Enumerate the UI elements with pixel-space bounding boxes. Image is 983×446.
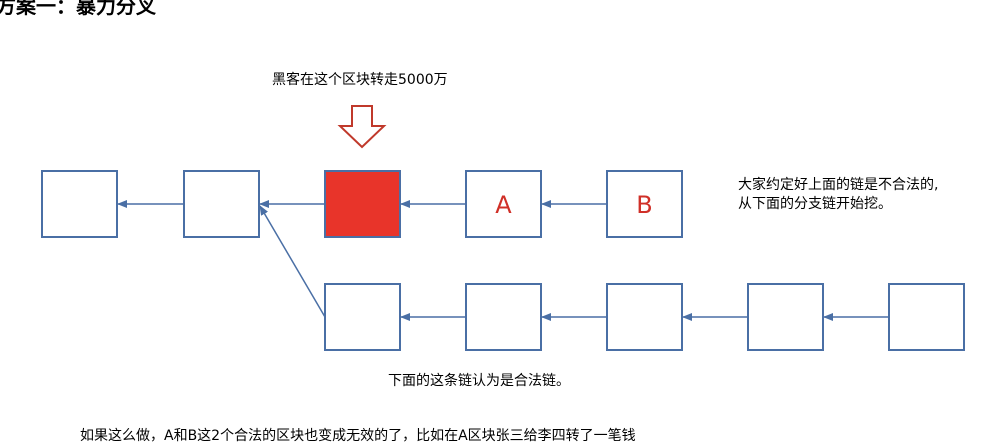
- page-heading: 方案一：暴力分叉: [0, 0, 156, 18]
- bottom-block-5: [888, 283, 965, 351]
- hacker-block-caption: 黑客在这个区块转走5000万: [272, 72, 448, 88]
- top-block-1: [41, 170, 118, 238]
- top-block-5: [606, 170, 683, 238]
- bottom-block-1: [324, 283, 401, 351]
- bottom-block-2: [465, 283, 542, 351]
- top-block-3: [324, 170, 401, 238]
- lower-chain-caption: 下面的这条链认为是合法链。: [388, 373, 570, 389]
- top-block-5-label: B: [636, 191, 652, 219]
- top-block-2: [183, 170, 260, 238]
- fork-arrow: [259, 205, 326, 318]
- side-note-line-2: 从下面的分支链开始挖。: [738, 196, 892, 212]
- top-block-4-label: A: [495, 191, 512, 219]
- side-note: 大家约定好上面的链是不合法的, 从下面的分支链开始挖。: [738, 176, 938, 214]
- bottom-block-3: [606, 283, 683, 351]
- side-note-line-1: 大家约定好上面的链是不合法的,: [738, 177, 939, 193]
- down-arrow-icon: [337, 105, 387, 149]
- chain-connectors: [117, 200, 889, 321]
- bottom-block-4: [747, 283, 824, 351]
